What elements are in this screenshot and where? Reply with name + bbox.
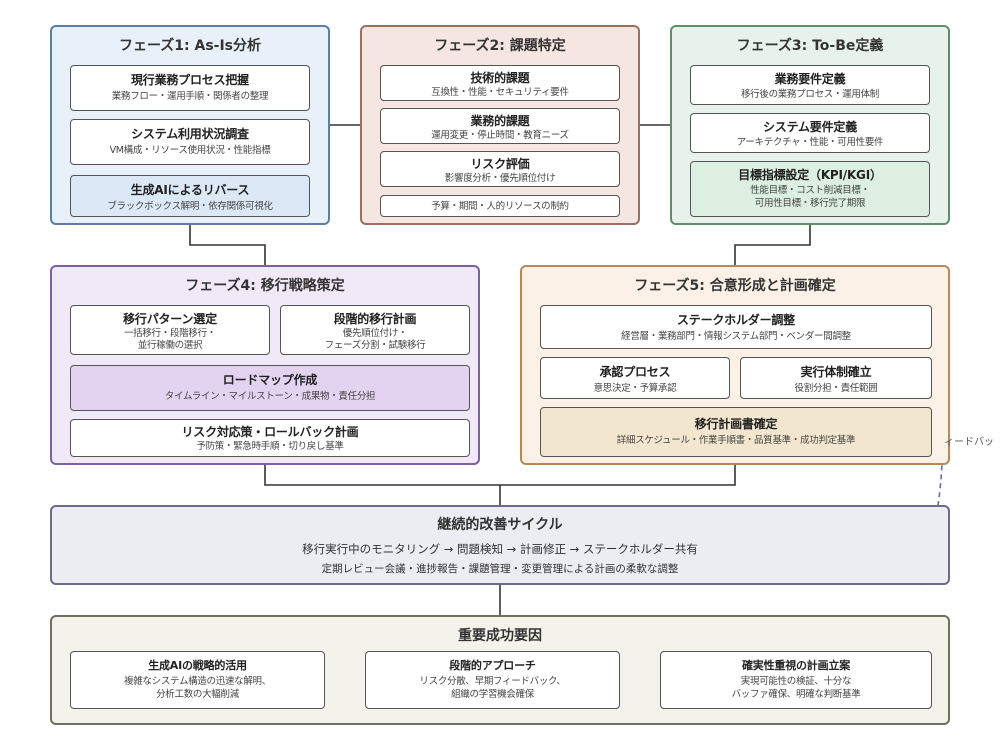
card-desc: 予防策・緊急時手順・切り戻し基準: [196, 441, 344, 452]
phase5-panel: フェーズ5: 合意形成と計画確定 ステークホルダー調整 経営層・業務部門・情報シ…: [520, 265, 950, 465]
card-title: 承認プロセス: [599, 365, 671, 379]
card-title: ステークホルダー調整: [676, 313, 795, 327]
card-desc: 詳細スケジュール・作業手順書・品質基準・成功判定基準: [616, 435, 856, 446]
card-title: 実行体制確立: [800, 365, 872, 379]
card-desc: 互換性・性能・セキュリティ要件: [431, 87, 569, 98]
success-title: 重要成功要因: [458, 628, 542, 644]
card-desc-line: 優先順位付け・: [342, 328, 408, 339]
card-desc: 役割分担・責任範囲: [794, 383, 878, 394]
connector-p1-p4: [189, 225, 266, 265]
success-factors-panel: 重要成功要因 生成AIの戦略的活用 複雑なシステム構造の迅速な解明、 分析工数の…: [50, 615, 950, 725]
card-title: 業務要件定義: [774, 72, 846, 86]
phase5-card-stakeholder: ステークホルダー調整 経営層・業務部門・情報システム部門・ベンダー間調整: [540, 305, 932, 349]
phase5-title: フェーズ5: 合意形成と計画確定: [634, 278, 836, 294]
phase4-card-phased: 段階的移行計画 優先順位付け・ フェーズ分割・試験移行: [280, 305, 470, 355]
card-desc-line: 性能目標・コスト削減目標・: [750, 185, 870, 196]
card-desc: 性能目標・コスト削減目標・ 可用性目標・移行完了期限: [691, 184, 929, 211]
card-desc: アーキテクチャ・性能・可用性要件: [736, 137, 884, 148]
card-desc: タイムライン・マイルストーン・成果物・責任分担: [164, 391, 376, 402]
phase1-card-process: 現行業務プロセス把握 業務フロー・運用手順・関係者の整理: [70, 65, 310, 111]
card-desc-line: リスク分散、早期フィードバック、: [419, 676, 566, 687]
card-title: システム要件定義: [762, 120, 858, 134]
card-title: 生成AIによるリバース: [130, 183, 250, 197]
card-desc: 影響度分析・優先順位付け: [444, 173, 556, 184]
phase4-title: フェーズ4: 移行戦略策定: [185, 278, 345, 294]
phase5-card-approval: 承認プロセス 意思決定・予算承認: [540, 357, 730, 399]
card-desc-line: 複雑なシステム構造の迅速な解明、: [124, 676, 271, 687]
card-title: 段階的アプローチ: [449, 659, 536, 672]
phase3-card-system-req: システム要件定義 アーキテクチャ・性能・可用性要件: [690, 113, 930, 153]
card-desc: 予算・期間・人的リソースの制約: [431, 201, 569, 212]
success-card-certainty: 確実性重視の計画立案 実現可能性の検証、十分な バッファ確保、明確な判断基準: [660, 651, 932, 709]
phase3-panel: フェーズ3: To-Be定義 業務要件定義 移行後の業務プロセス・運用体制 シス…: [670, 25, 950, 225]
card-desc: 経営層・業務部門・情報システム部門・ベンダー間調整: [621, 331, 851, 342]
success-card-ai: 生成AIの戦略的活用 複雑なシステム構造の迅速な解明、 分析工数の大幅削減: [70, 651, 325, 709]
phase2-card-constraints: 予算・期間・人的リソースの制約: [380, 195, 620, 217]
phase5-card-structure: 実行体制確立 役割分担・責任範囲: [740, 357, 932, 399]
phase2-title: フェーズ2: 課題特定: [434, 38, 566, 54]
card-desc-line: 並行稼働の選択: [137, 340, 203, 352]
phase4-card-pattern: 移行パターン選定 一括移行・段階移行・ 並行稼働の選択: [70, 305, 270, 355]
card-title: リスク評価: [470, 157, 530, 171]
card-desc-line: 組織の学習機会確保: [451, 689, 534, 701]
card-title: 移行パターン選定: [123, 312, 217, 326]
phase2-card-tech: 技術的課題 互換性・性能・セキュリティ要件: [380, 65, 620, 101]
card-desc: VM構成・リソース使用状況・性能指標: [109, 145, 271, 156]
card-title: ロードマップ作成: [222, 373, 318, 387]
card-desc: 運用変更・停止時間・教育ニーズ: [431, 130, 569, 141]
phase2-card-risk: リスク評価 影響度分析・優先順位付け: [380, 151, 620, 187]
phase1-panel: フェーズ1: As-Is分析 現行業務プロセス把握 業務フロー・運用手順・関係者…: [50, 25, 330, 225]
phase5-card-plan-doc: 移行計画書確定 詳細スケジュール・作業手順書・品質基準・成功判定基準: [540, 407, 932, 457]
phase3-card-business-req: 業務要件定義 移行後の業務プロセス・運用体制: [690, 65, 930, 105]
cycle-line1: 移行実行中のモニタリング → 問題検知 → 計画修正 → ステークホルダー共有: [302, 542, 698, 556]
card-desc-line: 分析工数の大幅削減: [156, 689, 239, 701]
card-title: 目標指標設定（KPI/KGI）: [738, 168, 882, 182]
improvement-cycle-panel: 継続的改善サイクル 移行実行中のモニタリング → 問題検知 → 計画修正 → ス…: [50, 505, 950, 585]
phase1-card-usage: システム利用状況調査 VM構成・リソース使用状況・性能指標: [70, 119, 310, 165]
card-title: リスク対応策・ロールバック計画: [181, 425, 359, 439]
card-desc: リスク分散、早期フィードバック、 組織の学習機会確保: [366, 675, 619, 702]
card-title: 業務的課題: [470, 114, 530, 128]
card-desc: 意思決定・予算承認: [593, 383, 677, 394]
phase1-title: フェーズ1: As-Is分析: [118, 38, 262, 54]
phase4-panel: フェーズ4: 移行戦略策定 移行パターン選定 一括移行・段階移行・ 並行稼働の選…: [50, 265, 480, 465]
card-desc: ブラックボックス解明・依存関係可視化: [107, 201, 273, 212]
card-title: 生成AIの戦略的活用: [148, 659, 247, 672]
card-desc: 優先順位付け・ フェーズ分割・試験移行: [281, 328, 469, 353]
card-desc: 実現可能性の検証、十分な バッファ確保、明確な判断基準: [661, 675, 931, 702]
card-desc: 一括移行・段階移行・ 並行稼働の選択: [71, 328, 269, 353]
connector-p4-p5-cycle: [264, 465, 736, 486]
phase2-panel: フェーズ2: 課題特定 技術的課題 互換性・性能・セキュリティ要件 業務的課題 …: [360, 25, 640, 225]
card-title: 移行計画書確定: [694, 417, 778, 431]
phase1-card-ai-reverse: 生成AIによるリバース ブラックボックス解明・依存関係可視化: [70, 175, 310, 217]
card-desc: 業務フロー・運用手順・関係者の整理: [111, 91, 269, 102]
phase2-card-business: 業務的課題 運用変更・停止時間・教育ニーズ: [380, 108, 620, 144]
card-title: 段階的移行計画: [333, 312, 417, 326]
phase4-card-rollback: リスク対応策・ロールバック計画 予防策・緊急時手順・切り戻し基準: [70, 419, 470, 457]
card-title: 現行業務プロセス把握: [130, 73, 249, 87]
feedback-label: ィードバッ: [944, 437, 994, 448]
cycle-title: 継続的改善サイクル: [437, 517, 563, 533]
cycle-line2: 定期レビュー会議・進捗報告・課題管理・変更管理による計画の柔軟な調整: [321, 563, 679, 575]
card-title: 確実性重視の計画立案: [742, 659, 850, 672]
card-title: 技術的課題: [470, 71, 530, 85]
card-desc-line: バッファ確保、明確な判断基準: [731, 689, 861, 701]
phase4-card-roadmap: ロードマップ作成 タイムライン・マイルストーン・成果物・責任分担: [70, 365, 470, 411]
phase3-title: フェーズ3: To-Be定義: [736, 38, 884, 54]
phase3-card-kpi: 目標指標設定（KPI/KGI） 性能目標・コスト削減目標・ 可用性目標・移行完了…: [690, 161, 930, 217]
card-title: システム利用状況調査: [131, 127, 249, 141]
card-desc: 複雑なシステム構造の迅速な解明、 分析工数の大幅削減: [71, 675, 324, 702]
card-desc-line: 実現可能性の検証、十分な: [740, 676, 852, 687]
connector-p3-p5: [734, 225, 811, 265]
success-card-phased: 段階的アプローチ リスク分散、早期フィードバック、 組織の学習機会確保: [365, 651, 620, 709]
card-desc: 移行後の業務プロセス・運用体制: [740, 89, 879, 100]
card-desc-line: 可用性目標・移行完了期限: [754, 198, 866, 210]
card-desc-line: フェーズ分割・試験移行: [324, 340, 426, 352]
card-desc-line: 一括移行・段階移行・: [123, 328, 216, 339]
